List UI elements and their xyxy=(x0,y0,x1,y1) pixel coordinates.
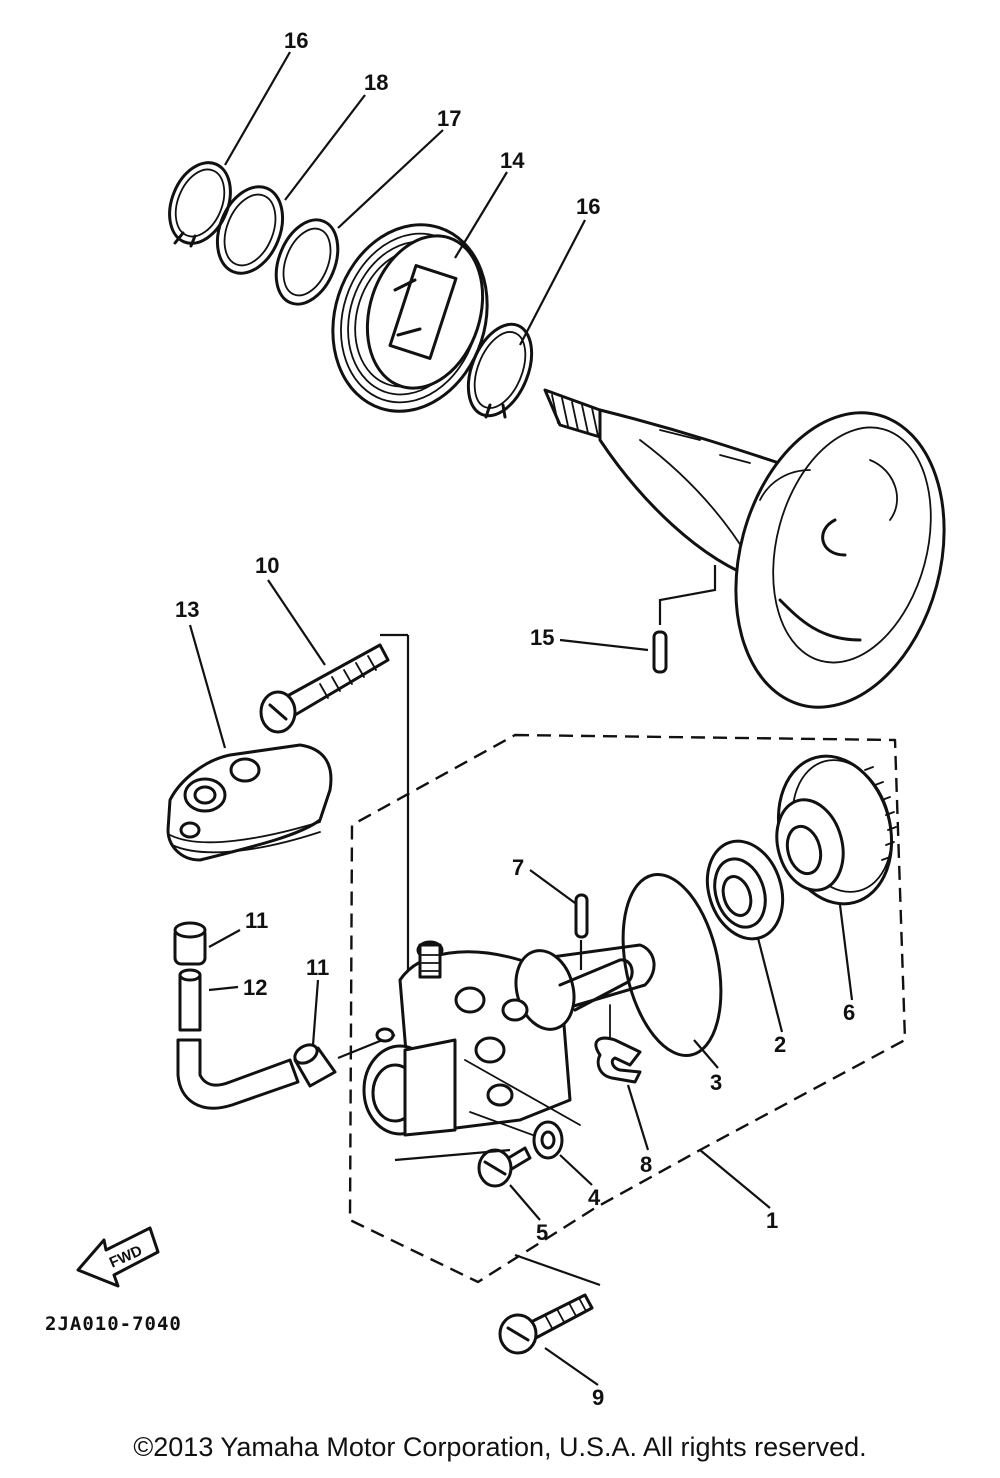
o-ring-3 xyxy=(621,873,723,1057)
washer-18 xyxy=(215,185,285,275)
pin-15 xyxy=(652,630,668,674)
collar-11-lower xyxy=(293,1043,337,1088)
callout-15: 15 xyxy=(530,625,554,650)
callout-18: 18 xyxy=(364,70,388,95)
bearing-2 xyxy=(705,839,785,941)
callout-16-lower: 16 xyxy=(576,194,600,219)
gear-6 xyxy=(775,754,897,906)
driven-gear-14 xyxy=(331,223,489,413)
copyright-notice: ©2013 Yamaha Motor Corporation, U.S.A. A… xyxy=(133,1432,867,1462)
bolt-5 xyxy=(477,1146,532,1188)
callout-16-top: 16 xyxy=(284,28,308,53)
callout-17: 17 xyxy=(437,106,461,131)
callout-11-top: 11 xyxy=(245,908,268,933)
callout-14: 14 xyxy=(500,148,525,173)
callout-10: 10 xyxy=(255,553,279,578)
callout-11-lower: 11 xyxy=(306,955,329,980)
callout-8: 8 xyxy=(640,1152,652,1177)
pump-shaft xyxy=(543,388,946,709)
callout-3: 3 xyxy=(710,1070,722,1095)
callout-7: 7 xyxy=(512,855,524,880)
leader-lines xyxy=(188,51,854,1386)
screw-10 xyxy=(259,643,390,734)
callout-6: 6 xyxy=(843,1000,855,1025)
oil-hose-12 xyxy=(176,968,300,1110)
cover-plate-13 xyxy=(166,743,333,862)
circlip-16-top xyxy=(168,161,232,248)
screw-9 xyxy=(498,1293,594,1355)
callout-9: 9 xyxy=(592,1385,604,1410)
callout-5: 5 xyxy=(536,1220,548,1245)
callout-labels: 16 18 17 14 16 10 13 15 7 11 12 11 3 2 6… xyxy=(175,28,855,1410)
washer-4 xyxy=(532,1120,564,1160)
callout-12: 12 xyxy=(243,975,267,1000)
callout-4: 4 xyxy=(588,1185,601,1210)
washer-17 xyxy=(274,218,340,306)
circlip-16-lower xyxy=(466,322,534,419)
collar-11-top xyxy=(173,921,207,966)
callout-2: 2 xyxy=(774,1032,786,1057)
bolt-guide-line xyxy=(394,1148,601,1287)
callout-13: 13 xyxy=(175,597,199,622)
diagram-code: 2JA010-7040 xyxy=(45,1313,182,1335)
fwd-arrow-icon: FWD xyxy=(76,1226,160,1288)
pump-body xyxy=(362,940,656,1146)
pin-7 xyxy=(574,893,589,970)
callout-1: 1 xyxy=(766,1208,778,1233)
clip-8 xyxy=(594,1036,642,1084)
